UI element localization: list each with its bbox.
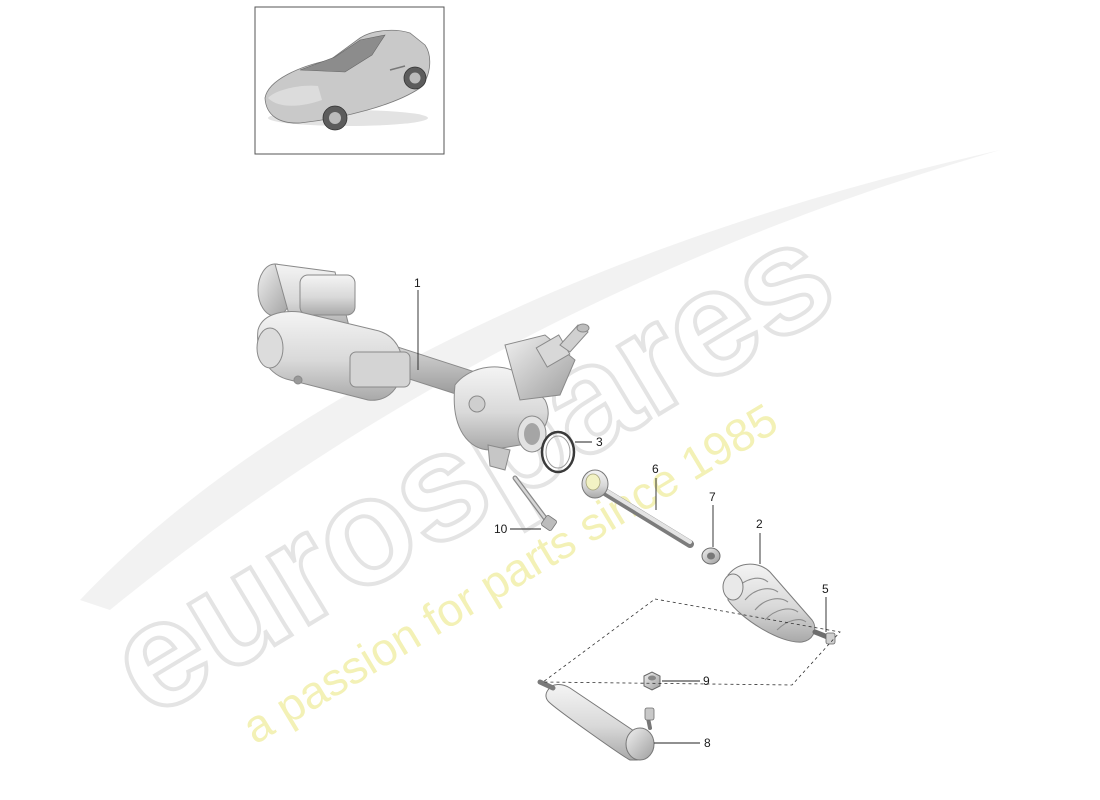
- leader-lines: [417, 290, 827, 744]
- boot: [722, 563, 816, 643]
- nut: [701, 547, 721, 565]
- car-thumbnail: [254, 6, 445, 155]
- callout-labels: 1 3 6 7 2 5 10 9 8: [414, 276, 829, 750]
- lock-nut: [643, 671, 661, 691]
- callout-9: 10: [494, 522, 508, 536]
- o-ring: [540, 430, 576, 474]
- callout-5: 5: [822, 582, 829, 596]
- watermark: eurospares a passion for parts since 198…: [78, 150, 1000, 754]
- callout-2: 2: [756, 517, 763, 531]
- callout-1: 1: [414, 276, 421, 290]
- clamp: [812, 629, 836, 645]
- callout-7: 7: [709, 490, 716, 504]
- kit-outline: [541, 598, 841, 686]
- bolt: [512, 475, 557, 531]
- car-thumbnail-icon: [264, 29, 431, 131]
- callout-8: 8: [704, 736, 711, 750]
- watermark-brand: eurospares: [80, 187, 860, 748]
- callout-3: 3: [596, 435, 603, 449]
- steering-gear: [256, 263, 590, 471]
- callout-10: 9: [703, 674, 710, 688]
- callout-6: 6: [652, 462, 659, 476]
- tie-rod: [581, 469, 694, 548]
- tie-rod-end: [537, 679, 655, 761]
